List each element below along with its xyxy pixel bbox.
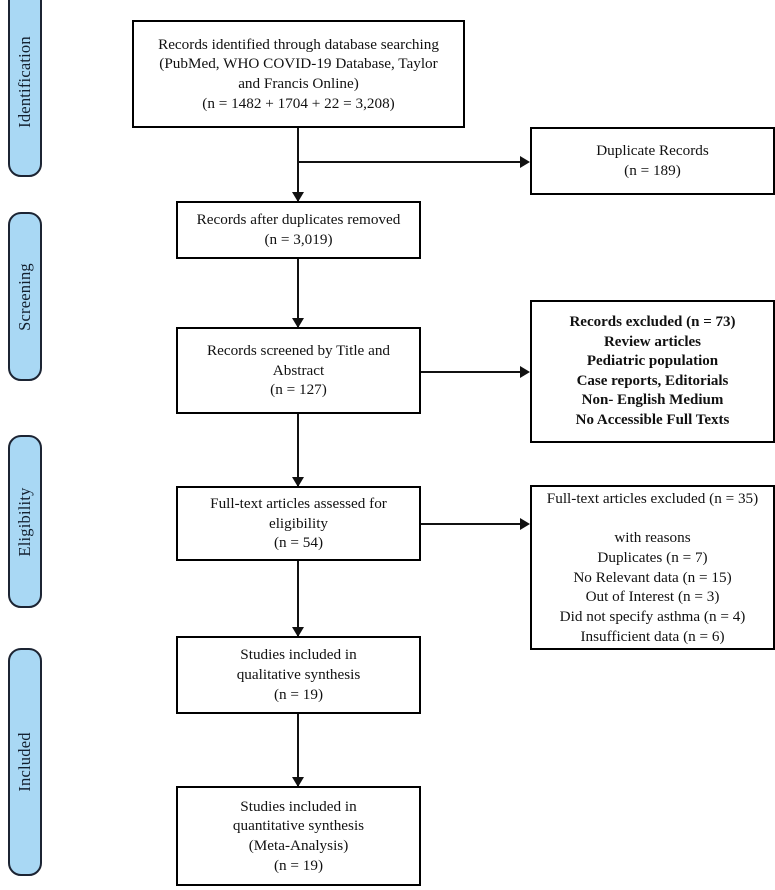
phase-tab-eligibility: Eligibility [8, 435, 42, 608]
phase-tab-included-label: Included [15, 732, 34, 792]
connector-after-duplicates-to-screened [297, 259, 299, 329]
phase-tab-identification-label: Identification [15, 35, 34, 128]
box-fulltext-assessed: Full-text articles assessed for eligibil… [176, 486, 421, 561]
phase-tab-eligibility-label: Eligibility [15, 486, 34, 557]
box-records-identified-text: Records identified through database sear… [158, 35, 439, 112]
phase-tab-screening-label: Screening [15, 262, 34, 331]
connector-identified-to-duplicates [297, 161, 523, 163]
box-quantitative-synthesis: Studies included in quantitative synthes… [176, 786, 421, 886]
box-records-excluded: Records excluded (n = 73) Review article… [530, 300, 775, 443]
box-fulltext-excluded: Full-text articles excluded (n = 35) wit… [530, 485, 775, 650]
connector-screened-to-fulltext [297, 414, 299, 488]
box-quantitative-synthesis-text: Studies included in quantitative synthes… [232, 797, 365, 874]
connector-fulltext-to-qualitative [297, 561, 299, 638]
connector-identified-to-after-duplicates [297, 128, 299, 203]
box-fulltext-assessed-text: Full-text articles assessed for eligibil… [210, 494, 387, 552]
connector-fulltext-to-fulltext-excluded [421, 523, 523, 525]
arrow-qualitative-to-quantitative [292, 777, 304, 787]
phase-tab-identification: Identification [8, 0, 42, 177]
arrow-fulltext-to-fulltext-excluded [520, 518, 530, 530]
box-records-after-duplicates: Records after duplicates removed (n = 3,… [176, 201, 421, 259]
arrow-screened-to-excluded [520, 366, 530, 378]
arrow-fulltext-to-qualitative [292, 627, 304, 637]
box-records-excluded-text: Records excluded (n = 73) Review article… [569, 314, 736, 428]
connector-screened-to-excluded [421, 371, 523, 373]
box-records-screened-text: Records screened by Title and Abstract (… [206, 341, 391, 399]
connector-qualitative-to-quantitative [297, 714, 299, 788]
arrow-after-duplicates-to-screened [292, 318, 304, 328]
box-records-after-duplicates-text: Records after duplicates removed (n = 3,… [196, 211, 401, 248]
arrow-identified-to-duplicates [520, 156, 530, 168]
box-qualitative-synthesis: Studies included in qualitative synthesi… [176, 636, 421, 714]
box-records-identified: Records identified through database sear… [132, 20, 465, 128]
arrow-identified-to-after-duplicates [292, 192, 304, 202]
box-qualitative-synthesis-text: Studies included in qualitative synthesi… [236, 646, 361, 703]
phase-tab-screening: Screening [8, 212, 42, 381]
phase-tab-included: Included [8, 648, 42, 876]
arrow-screened-to-fulltext [292, 477, 304, 487]
box-duplicate-records: Duplicate Records (n = 189) [530, 127, 775, 195]
box-records-screened: Records screened by Title and Abstract (… [176, 327, 421, 414]
box-fulltext-excluded-text: Full-text articles excluded (n = 35) wit… [546, 489, 759, 645]
box-duplicate-records-text: Duplicate Records (n = 189) [596, 142, 709, 179]
